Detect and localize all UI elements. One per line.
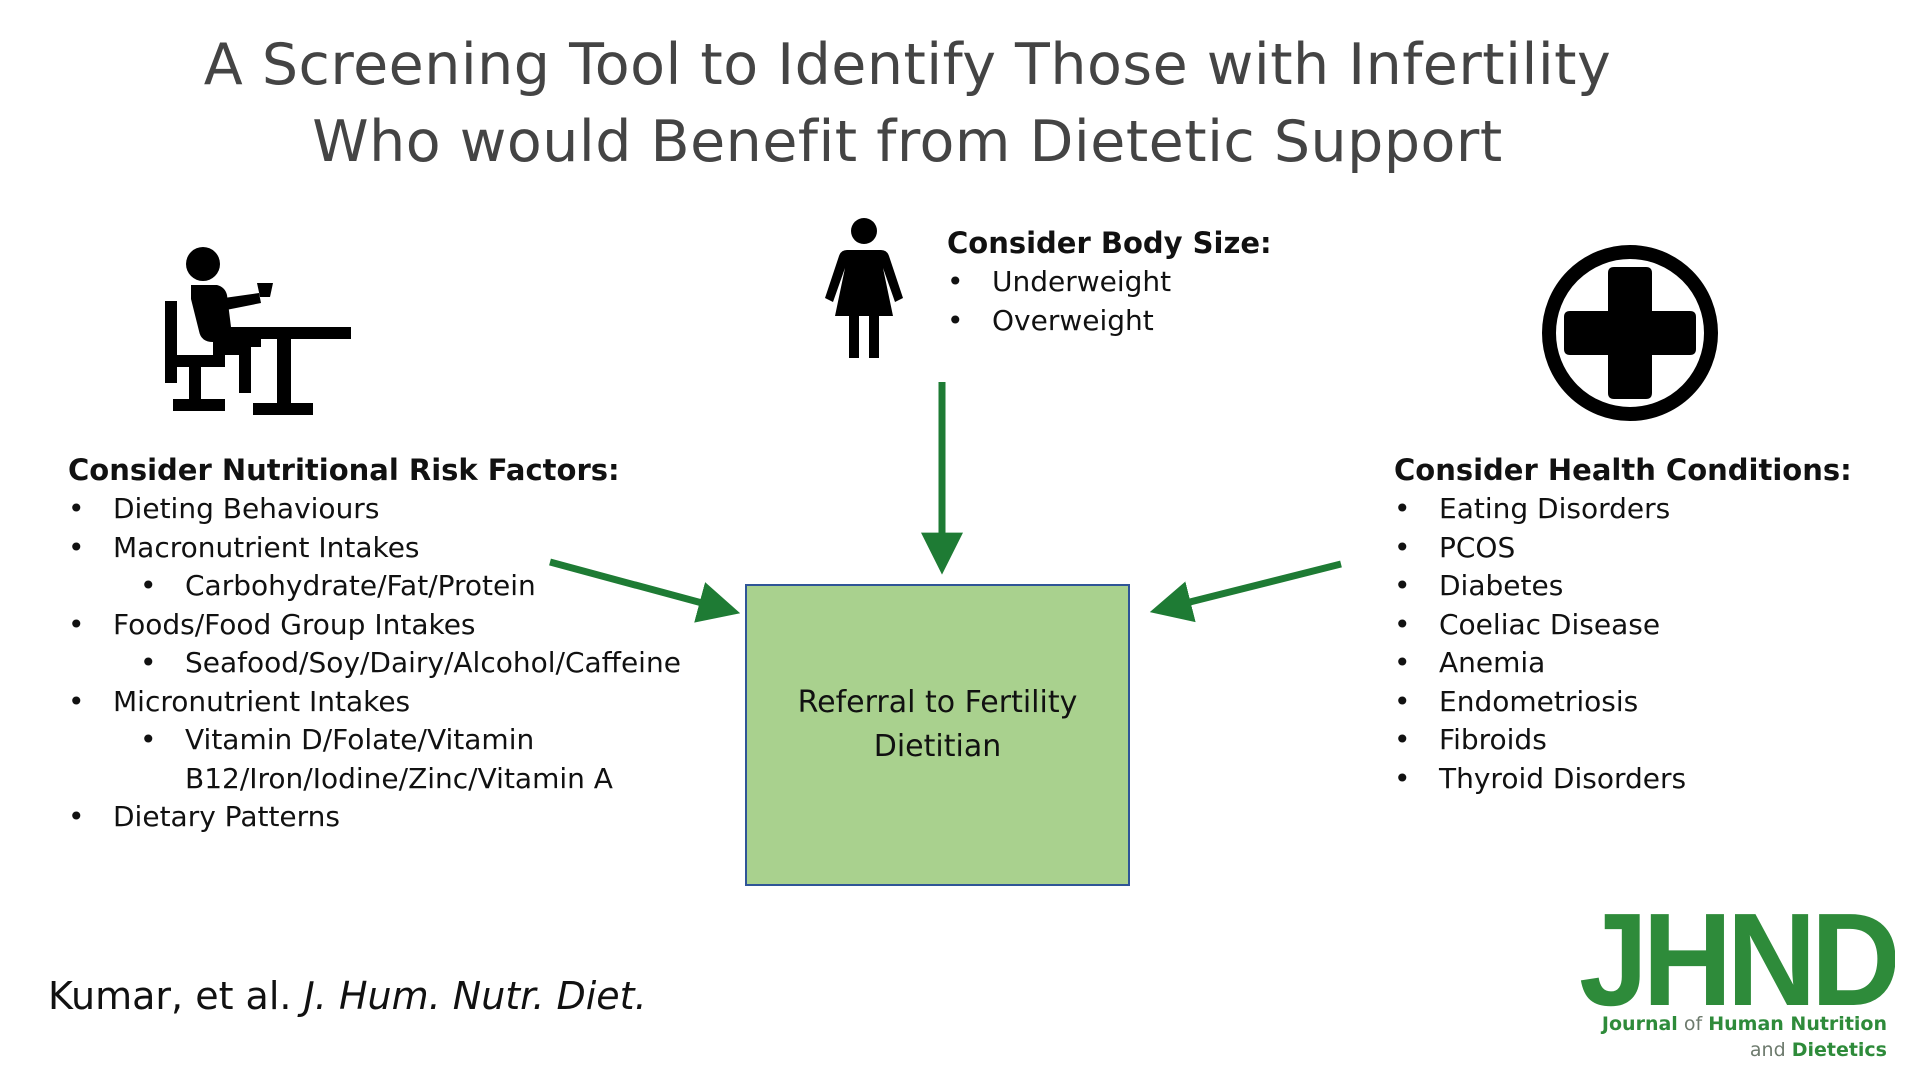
sub-list-item: Seafood/Soy/Dairy/Alcohol/Caffeine	[140, 644, 681, 683]
citation: Kumar, et al. J. Hum. Nutr. Diet.	[48, 974, 647, 1018]
referral-label: Referral to Fertility Dietitian	[797, 685, 1078, 764]
list-item: Thyroid Disorders	[1394, 760, 1852, 799]
list-item: Overweight	[947, 302, 1272, 341]
sub-list-item: Carbohydrate/Fat/Protein	[140, 567, 681, 606]
health-conditions-heading: Consider Health Conditions:	[1394, 453, 1852, 487]
list-item: PCOS	[1394, 529, 1852, 568]
nutritional-risk-heading: Consider Nutritional Risk Factors:	[68, 453, 620, 487]
body-size-list: Underweight Overweight	[947, 263, 1272, 340]
list-item: Anemia	[1394, 644, 1852, 683]
page-title-line-2: Who would Benefit from Dietetic Support	[312, 109, 1503, 175]
nutritional-risk-list: Dieting Behaviours Macronutrient Intakes…	[68, 490, 681, 837]
logo-word-dietetics: Dietetics	[1791, 1039, 1887, 1061]
list-item: Fibroids	[1394, 721, 1852, 760]
nutritional-risk-panel: Consider Nutritional Risk Factors: Dieti…	[68, 453, 681, 837]
citation-journal: J. Hum. Nutr. Diet.	[303, 974, 647, 1018]
jhnd-logo: JHND Journal of Human Nutrition and Diet…	[1570, 905, 1895, 1065]
page-title-line-1: A Screening Tool to Identify Those with …	[203, 32, 1612, 98]
health-conditions-panel: Consider Health Conditions: Eating Disor…	[1394, 453, 1852, 798]
jhnd-logo-letters: JHND	[1579, 905, 1895, 1025]
list-item: Coeliac Disease	[1394, 606, 1852, 645]
list-item: Diabetes	[1394, 567, 1852, 606]
woman-figure-icon	[825, 218, 903, 358]
list-item: Dietary Patterns	[68, 798, 681, 837]
list-item: Eating Disorders	[1394, 490, 1852, 529]
list-item: Dieting Behaviours	[68, 490, 681, 529]
logo-word-journal: Journal	[1601, 1013, 1678, 1035]
logo-word-of: of	[1683, 1013, 1703, 1035]
list-item: Macronutrient Intakes	[68, 529, 681, 568]
sub-list-item: Vitamin D/Folate/Vitamin B12/Iron/Iodine…	[140, 721, 635, 798]
logo-tagline-line-1: Journal of Human Nutrition	[1602, 1013, 1887, 1035]
list-item: Endometriosis	[1394, 683, 1852, 722]
logo-word-human-nutrition: Human Nutrition	[1708, 1013, 1887, 1035]
body-size-heading: Consider Body Size:	[947, 226, 1272, 260]
list-item: Foods/Food Group Intakes	[68, 606, 681, 645]
citation-authors: Kumar, et al.	[48, 974, 292, 1018]
logo-tagline-line-2: and Dietetics	[1750, 1039, 1887, 1061]
logo-word-and: and	[1749, 1039, 1786, 1061]
health-conditions-list: Eating Disorders PCOS Diabetes Coeliac D…	[1394, 490, 1852, 798]
medical-plus-icon	[1542, 245, 1718, 421]
referral-box: Referral to Fertility Dietitian	[745, 584, 1130, 886]
jhnd-letters: JHND	[1579, 905, 1895, 1025]
body-size-panel: Consider Body Size: Underweight Overweig…	[947, 226, 1272, 340]
list-item: Micronutrient Intakes	[68, 683, 681, 722]
arrow-health-to-referral	[1149, 560, 1342, 623]
list-item: Underweight	[947, 263, 1272, 302]
person-eating-at-table-icon	[165, 247, 351, 415]
